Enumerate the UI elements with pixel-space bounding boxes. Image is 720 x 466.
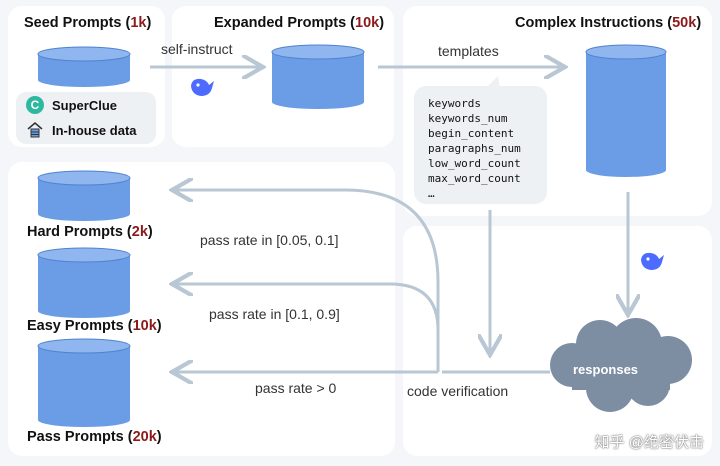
- source-inhouse: In-house data: [26, 121, 137, 139]
- label-templates: templates: [438, 43, 499, 59]
- seed-cylinder: [37, 46, 131, 87]
- template-key: …: [428, 187, 435, 200]
- template-key: keywords_num: [428, 112, 508, 125]
- easy-title: Easy Prompts (10k): [27, 318, 162, 334]
- whale-icon: [641, 252, 664, 270]
- complex-cylinder: [585, 44, 667, 177]
- complex-title: Complex Instructions (50k): [515, 15, 702, 31]
- template-key: begin_content: [428, 127, 515, 140]
- pass-title: Pass Prompts (20k): [27, 429, 162, 445]
- source-superclue: C SuperClue: [26, 96, 117, 114]
- expanded-cylinder: [271, 44, 365, 109]
- responses-label: responses: [573, 362, 639, 377]
- template-keys-list: keywords keywords_num begin_content para…: [428, 96, 521, 201]
- pass-cylinder: [37, 338, 131, 427]
- template-key: low_word_count: [428, 157, 521, 170]
- superclue-logo-icon: C: [26, 96, 44, 114]
- responses-cloud: [550, 318, 692, 412]
- label-pass-rate: pass rate > 0: [255, 380, 337, 396]
- label-hard-rate: pass rate in [0.05, 0.1]: [200, 232, 339, 248]
- seed-title: Seed Prompts (1k): [24, 15, 152, 31]
- hard-title: Hard Prompts (2k): [27, 224, 153, 240]
- hard-cylinder: [37, 170, 131, 221]
- template-key: paragraphs_num: [428, 142, 521, 155]
- template-key: max_word_count: [428, 172, 521, 185]
- arrow-to-easy: [175, 284, 440, 372]
- expanded-title: Expanded Prompts (10k): [214, 15, 385, 31]
- label-code-verification: code verification: [407, 383, 509, 399]
- database-house-icon: [27, 121, 43, 138]
- templates-bubble-tail: [486, 76, 500, 88]
- easy-cylinder: [37, 247, 131, 318]
- label-easy-rate: pass rate in [0.1, 0.9]: [209, 306, 340, 322]
- template-keys-bubble: [414, 86, 547, 204]
- template-key: keywords: [428, 97, 481, 110]
- arrow-to-hard: [175, 190, 440, 372]
- watermark: 知乎 @绝密伏击: [594, 434, 704, 451]
- label-self-instruct: self-instruct: [161, 41, 233, 57]
- whale-icon: [191, 78, 214, 96]
